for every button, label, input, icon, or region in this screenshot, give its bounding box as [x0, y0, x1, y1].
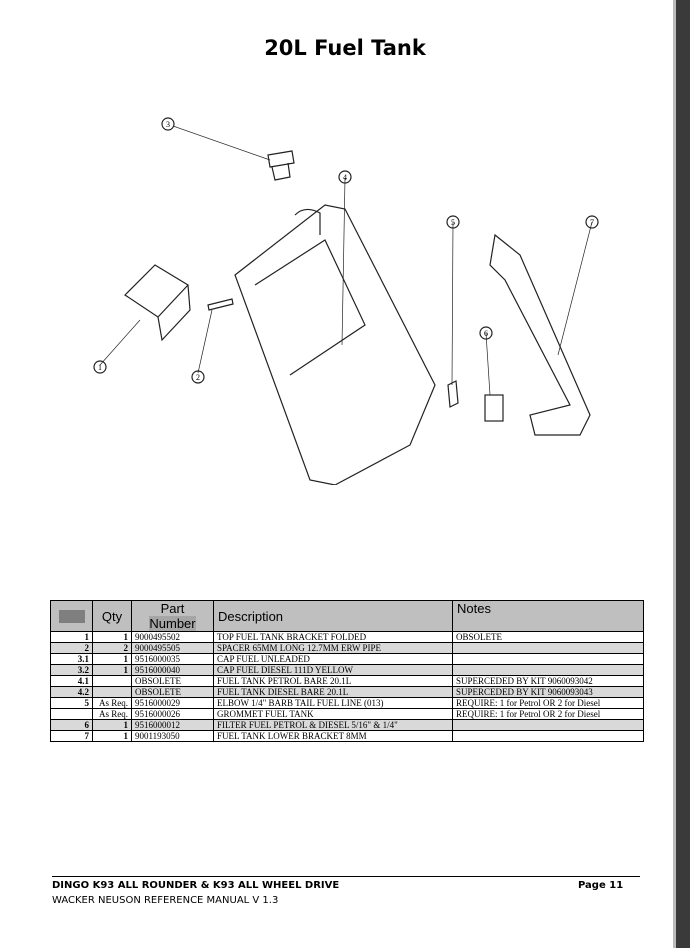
qty-cell: 1	[92, 631, 132, 643]
qty-cell	[92, 675, 132, 687]
part-number-cell: 9516000040	[131, 664, 214, 676]
svg-text:3: 3	[166, 120, 170, 129]
svg-text:2: 2	[196, 373, 200, 382]
description-cell: FUEL TANK LOWER BRACKET 8MM	[213, 730, 453, 742]
part-number-cell: OBSOLETE	[131, 686, 214, 698]
svg-text:5: 5	[451, 218, 455, 227]
item-cell: 4.2	[50, 686, 93, 698]
qty-header: Qty	[92, 600, 132, 632]
svg-text:4: 4	[343, 173, 347, 182]
qty-cell: As Req.	[92, 697, 132, 709]
notes-cell: SUPERCEDED BY KIT 9060093042	[452, 675, 644, 687]
part-number-cell: 9516000029	[131, 697, 214, 709]
part-number-cell: 9516000035	[131, 653, 214, 665]
qty-cell: 1	[92, 719, 132, 731]
notes-header: Notes	[452, 600, 644, 632]
item-cell: 3.2	[50, 664, 93, 676]
notes-cell: REQUIRE: 1 for Petrol OR 2 for Diesel	[452, 708, 644, 720]
callout-7: 7	[585, 215, 599, 229]
item-header	[50, 600, 93, 632]
callout-3: 3	[161, 117, 175, 131]
qty-cell	[92, 686, 132, 698]
footer-title: DINGO K93 ALL ROUNDER & K93 ALL WHEEL DR…	[52, 880, 340, 891]
part-number-cell: 9516000026	[131, 708, 214, 720]
leader-lines	[99, 125, 593, 396]
exploded-parts-diagram: 1 2 3 4 5 6 7	[93, 117, 599, 485]
item-cell: 3.1	[50, 653, 93, 665]
part-number-cell: OBSOLETE	[131, 675, 214, 687]
qty-cell: 1	[92, 653, 132, 665]
viewer-scroll-edge	[676, 0, 690, 948]
item-cell: 2	[50, 642, 93, 654]
part-number-cell: 9516000012	[131, 719, 214, 731]
notes-cell	[452, 664, 644, 676]
item-cell: 5	[50, 697, 93, 709]
item-cell	[50, 708, 93, 720]
footer-rule	[52, 876, 640, 877]
cap-part-3	[267, 150, 295, 181]
part-number-cell: 9000495502	[131, 631, 214, 643]
notes-cell	[452, 719, 644, 731]
description-cell: CAP FUEL UNLEADED	[213, 653, 453, 665]
spacer-part-2	[207, 298, 234, 311]
qty-cell: 1	[92, 664, 132, 676]
qty-cell: 1	[92, 730, 132, 742]
filter-part-6	[484, 394, 504, 422]
description-cell: GROMMET FUEL TANK	[213, 708, 453, 720]
item-cell: 7	[50, 730, 93, 742]
svg-text:6: 6	[484, 329, 488, 338]
svg-text:1: 1	[98, 363, 102, 372]
part-number-cell: 9001193050	[131, 730, 214, 742]
callout-5: 5	[446, 215, 460, 229]
part-number-cell: 9000495505	[131, 642, 214, 654]
notes-cell: OBSOLETE	[452, 631, 644, 643]
qty-cell: 2	[92, 642, 132, 654]
fitting-part-5	[447, 380, 459, 408]
page-title: 20L Fuel Tank	[264, 36, 426, 60]
item-cell: 1	[50, 631, 93, 643]
description-cell: TOP FUEL TANK BRACKET FOLDED	[213, 631, 453, 643]
callout-4: 4	[338, 170, 352, 184]
notes-cell: SUPERCEDED BY KIT 9060093043	[452, 686, 644, 698]
item-cell: 4.1	[50, 675, 93, 687]
notes-cell	[452, 642, 644, 654]
page-number: Page 11	[578, 880, 624, 891]
notes-cell	[452, 653, 644, 665]
callout-6: 6	[479, 326, 493, 340]
callout-1: 1	[93, 360, 107, 374]
description-cell: ELBOW 1/4" BARB TAIL FUEL LINE (013)	[213, 697, 453, 709]
notes-cell	[452, 730, 644, 742]
description-header: Description	[213, 600, 453, 632]
description-cell: CAP FUEL DIESEL 111D YELLOW	[213, 664, 453, 676]
description-cell: FILTER FUEL PETROL & DIESEL 5/16" & 1/4"	[213, 719, 453, 731]
notes-cell: REQUIRE: 1 for Petrol OR 2 for Diesel	[452, 697, 644, 709]
item-cell: 6	[50, 719, 93, 731]
description-cell: FUEL TANK DIESEL BARE 20.1L	[213, 686, 453, 698]
description-cell: SPACER 65MM LONG 12.7MM ERW PIPE	[213, 642, 453, 654]
footer-subtitle: WACKER NEUSON REFERENCE MANUAL V 1.3	[52, 895, 279, 906]
description-cell: FUEL TANK PETROL BARE 20.1L	[213, 675, 453, 687]
callout-2: 2	[191, 370, 205, 384]
bracket-part-1	[124, 264, 191, 342]
qty-cell: As Req.	[92, 708, 132, 720]
bracket-part-7	[489, 233, 591, 436]
svg-text:7: 7	[590, 218, 594, 227]
page-edge	[673, 0, 676, 948]
tank-part-4	[234, 204, 436, 485]
